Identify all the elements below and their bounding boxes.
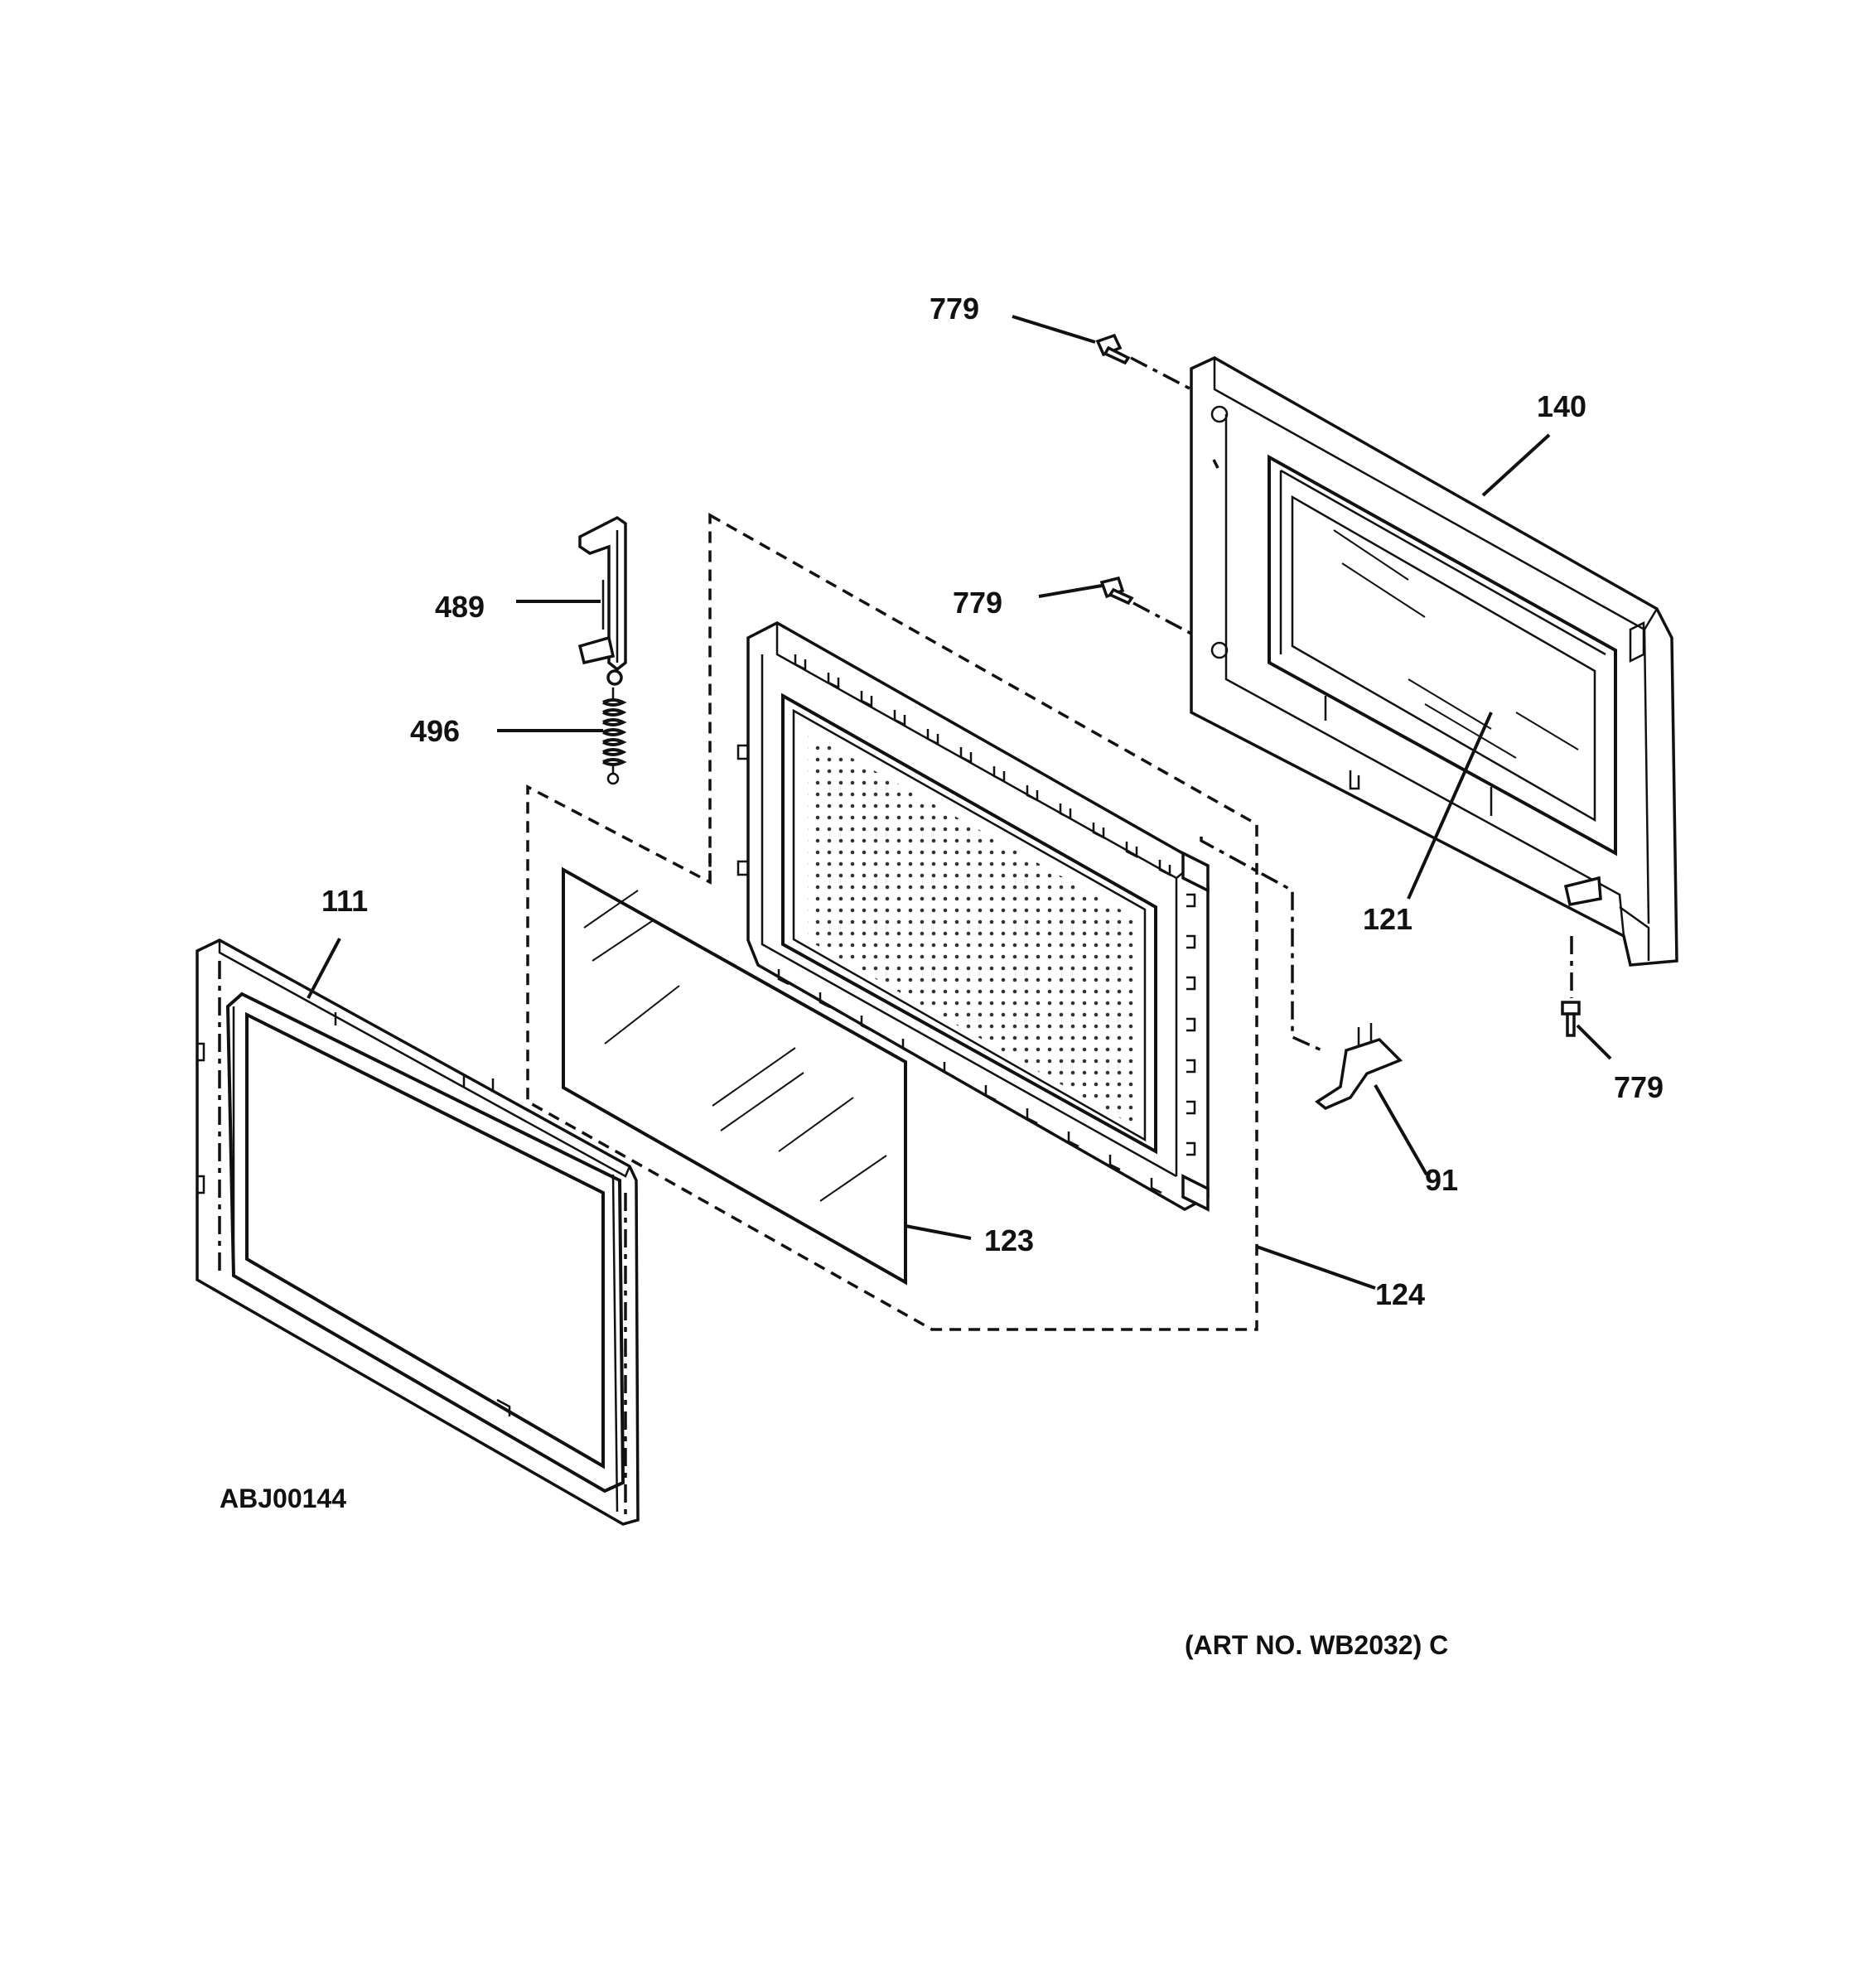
callout-screw-bottom: 779 (1614, 1070, 1664, 1104)
spring-part (602, 688, 627, 785)
front-panel-part (196, 939, 640, 1526)
callout-screw-mid: 779 (953, 586, 1002, 620)
screw-bottom-part (1561, 1001, 1581, 1037)
latch-part (577, 515, 627, 686)
diagram-code: ABJ00144 (220, 1484, 346, 1513)
door-frame-part (1190, 356, 1678, 967)
callout-screw-top: 779 (930, 292, 979, 326)
door-assembly-outline (526, 513, 1258, 1331)
bracket-part (1315, 1023, 1403, 1111)
callout-spring: 496 (410, 714, 460, 748)
assembly-lines (1130, 356, 1573, 1054)
callout-window-glass: 123 (984, 1223, 1034, 1257)
inner-door-part (736, 621, 1210, 1212)
callout-latch: 489 (435, 590, 485, 624)
art-number: (ART NO. WB2032) C (1185, 1630, 1448, 1660)
window-glass-part (562, 866, 907, 1286)
leader-lines (307, 315, 1612, 1290)
screw-mid-part (1099, 576, 1134, 606)
callout-front-panel: 111 (321, 884, 368, 918)
screw-top-part (1095, 333, 1131, 365)
callout-door-glass: 121 (1363, 902, 1412, 936)
callout-door-frame: 140 (1537, 389, 1586, 423)
callout-bracket: 91 (1425, 1163, 1458, 1197)
callout-door-assembly: 124 (1375, 1277, 1425, 1311)
